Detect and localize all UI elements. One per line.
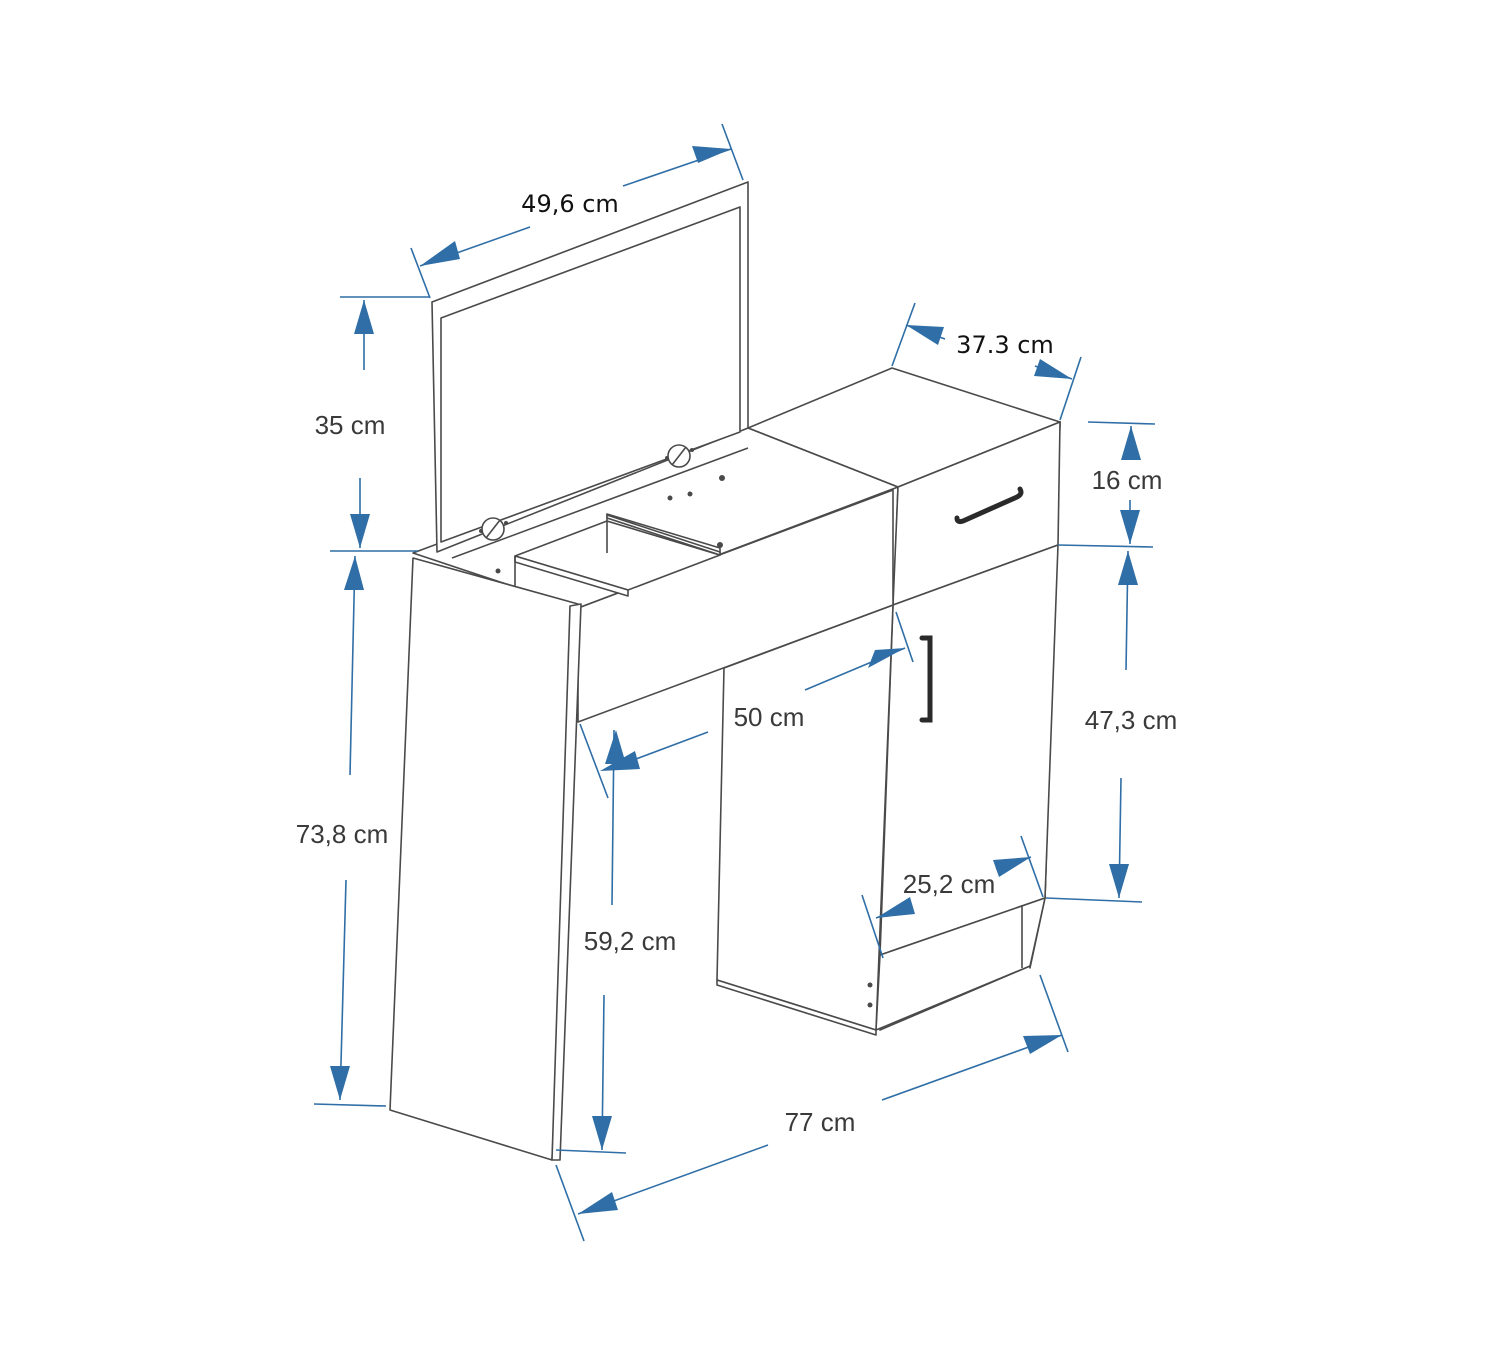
peg-dot (667, 495, 673, 501)
inner-cabinet-back (716, 604, 894, 1031)
left-leg-edge (551, 603, 582, 1161)
label-knee-height: 59,2 cm (584, 926, 677, 956)
left-leg-side (389, 557, 579, 1161)
hinge-icon (479, 517, 508, 541)
divider-front-2 (606, 514, 721, 556)
hinge-dot (867, 1002, 873, 1008)
peg-dot (687, 491, 693, 497)
dimension-labels: 49,6 cm 35 cm 37.3 cm 16 cm 47,3 cm 73,8… (296, 190, 1178, 1137)
label-cabinet-depth: 37.3 cm (956, 331, 1054, 359)
label-mirror-width: 49,6 cm (521, 190, 619, 218)
label-mirror-height: 35 cm (315, 410, 386, 440)
label-knee-depth: 50 cm (734, 702, 805, 732)
peg-dot (495, 568, 501, 574)
vanity-table-drawing (389, 181, 1061, 1161)
drawer-handle-icon (954, 486, 1024, 525)
peg-dot (719, 475, 725, 481)
inner-cabinet-bottom (716, 979, 877, 1036)
label-door-width: 25,2 cm (903, 869, 996, 899)
label-table-height: 73,8 cm (296, 819, 389, 849)
hinge-icon (665, 444, 694, 468)
door-handle-icon (919, 635, 933, 723)
label-drawer-height: 16 cm (1092, 465, 1163, 495)
dimension-lines (313, 123, 1156, 1242)
peg-dot (717, 542, 723, 548)
compartment-back-edge (451, 447, 749, 559)
label-total-width: 77 cm (785, 1107, 856, 1137)
label-door-height: 47,3 cm (1085, 705, 1178, 735)
hinge-dot (867, 982, 873, 988)
